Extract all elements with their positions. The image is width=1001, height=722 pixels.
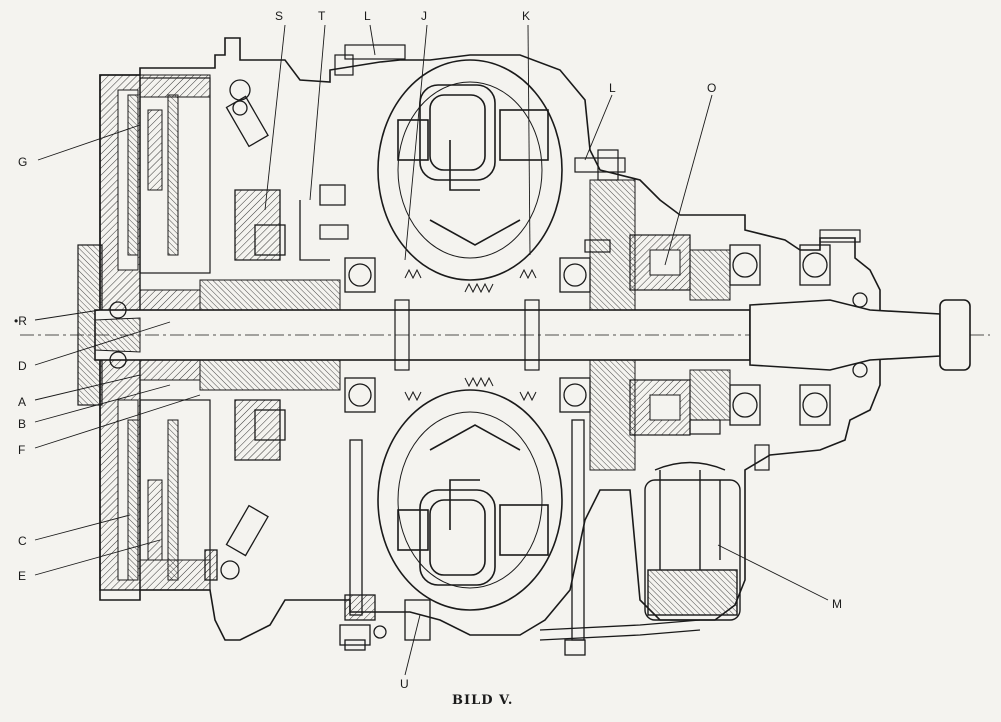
- bolts: [319, 44, 861, 471]
- springs: [404, 268, 537, 402]
- label-t: T: [318, 9, 326, 23]
- label-g: G: [18, 155, 28, 169]
- label-m: M: [832, 597, 842, 611]
- label-b: B: [18, 417, 27, 431]
- figure-caption: BILD V.: [452, 693, 514, 708]
- clutch-levers: [204, 79, 346, 581]
- label-o: O: [707, 81, 717, 95]
- label-u: U: [400, 677, 409, 691]
- main-shaft: [20, 279, 990, 391]
- label-e: E: [18, 569, 27, 583]
- linkage-rods: [339, 419, 701, 656]
- leader-lines: [34, 24, 829, 676]
- label-c: C: [18, 534, 27, 548]
- label-l-top: L: [364, 9, 371, 23]
- label-r-text: R: [18, 314, 27, 328]
- label-s: S: [275, 9, 284, 23]
- label-r: •R: [14, 314, 27, 328]
- label-f: F: [18, 443, 26, 457]
- label-a: A: [18, 395, 27, 409]
- label-k: K: [522, 9, 531, 23]
- oil-sump: [644, 461, 741, 621]
- label-l-right: L: [609, 81, 616, 95]
- label-j: J: [421, 9, 427, 23]
- label-d: D: [18, 359, 27, 373]
- torque-converter: [377, 59, 563, 611]
